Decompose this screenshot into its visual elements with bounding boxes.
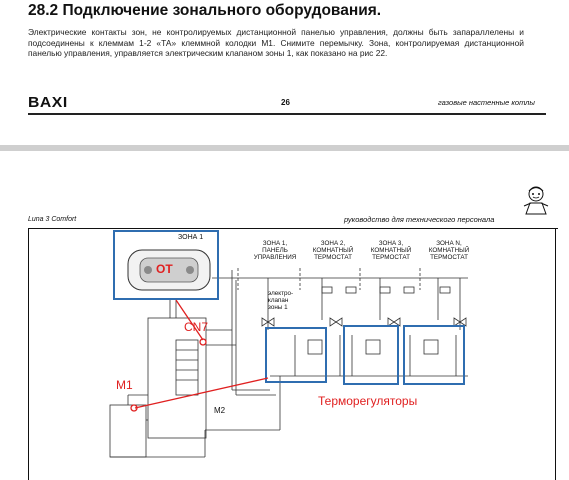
technician-mascot-icon [523,186,549,215]
cn7-connector-line [175,299,204,341]
m1-annotation: M1 [116,378,133,392]
ot-annotation: OT [156,262,173,276]
valve-label: электро- клапан зоны 1 [268,290,294,311]
section-heading: 28.2 Подключение зонального оборудования… [28,2,382,19]
instruction-paragraph: Электрические контакты зон, не контролир… [28,27,524,59]
zone1-box-label: ЗОНА 1 [178,234,204,241]
page-gap [0,145,569,151]
diagram-frame [28,229,556,480]
zone-label-1: ЗОНА 1, ПАНЕЛЬ УПРАВЛЕНИЯ [253,240,297,261]
control-board [147,317,207,439]
baxi-logo: BAXI [28,94,68,111]
zone-valve-1 [261,317,275,327]
m1-connector-line [134,377,269,409]
remote-control-panel [127,249,211,291]
thermoregulator-box-1 [265,327,327,383]
thermoregulator-box-2 [343,325,399,385]
terminal-strip [175,339,199,396]
m1-terminal-block [109,404,147,458]
footer-rule [28,113,546,115]
m2-label: M2 [214,406,226,415]
model-name: Luna 3 Comfort [28,216,77,223]
zone1-highlight-box [113,230,219,300]
footer-caption: газовые настенные котлы [438,98,535,107]
thermoregulators-annotation: Терморегуляторы [318,394,418,408]
thermoregulator-box-n [403,325,465,385]
header-rule [28,228,558,229]
manual-title: руководство для технического персонала [344,215,495,224]
page-number: 26 [281,98,290,107]
cn7-annotation: CN7 [184,320,209,334]
zone-label-2: ЗОНА 2, КОМНАТНЫЙ ТЕРМОСТАТ [312,240,354,261]
zone-label-n: ЗОНА N, КОМНАТНЫЙ ТЕРМОСТАТ [428,240,470,261]
zone-label-3: ЗОНА 3, КОМНАТНЫЙ ТЕРМОСТАТ [370,240,412,261]
